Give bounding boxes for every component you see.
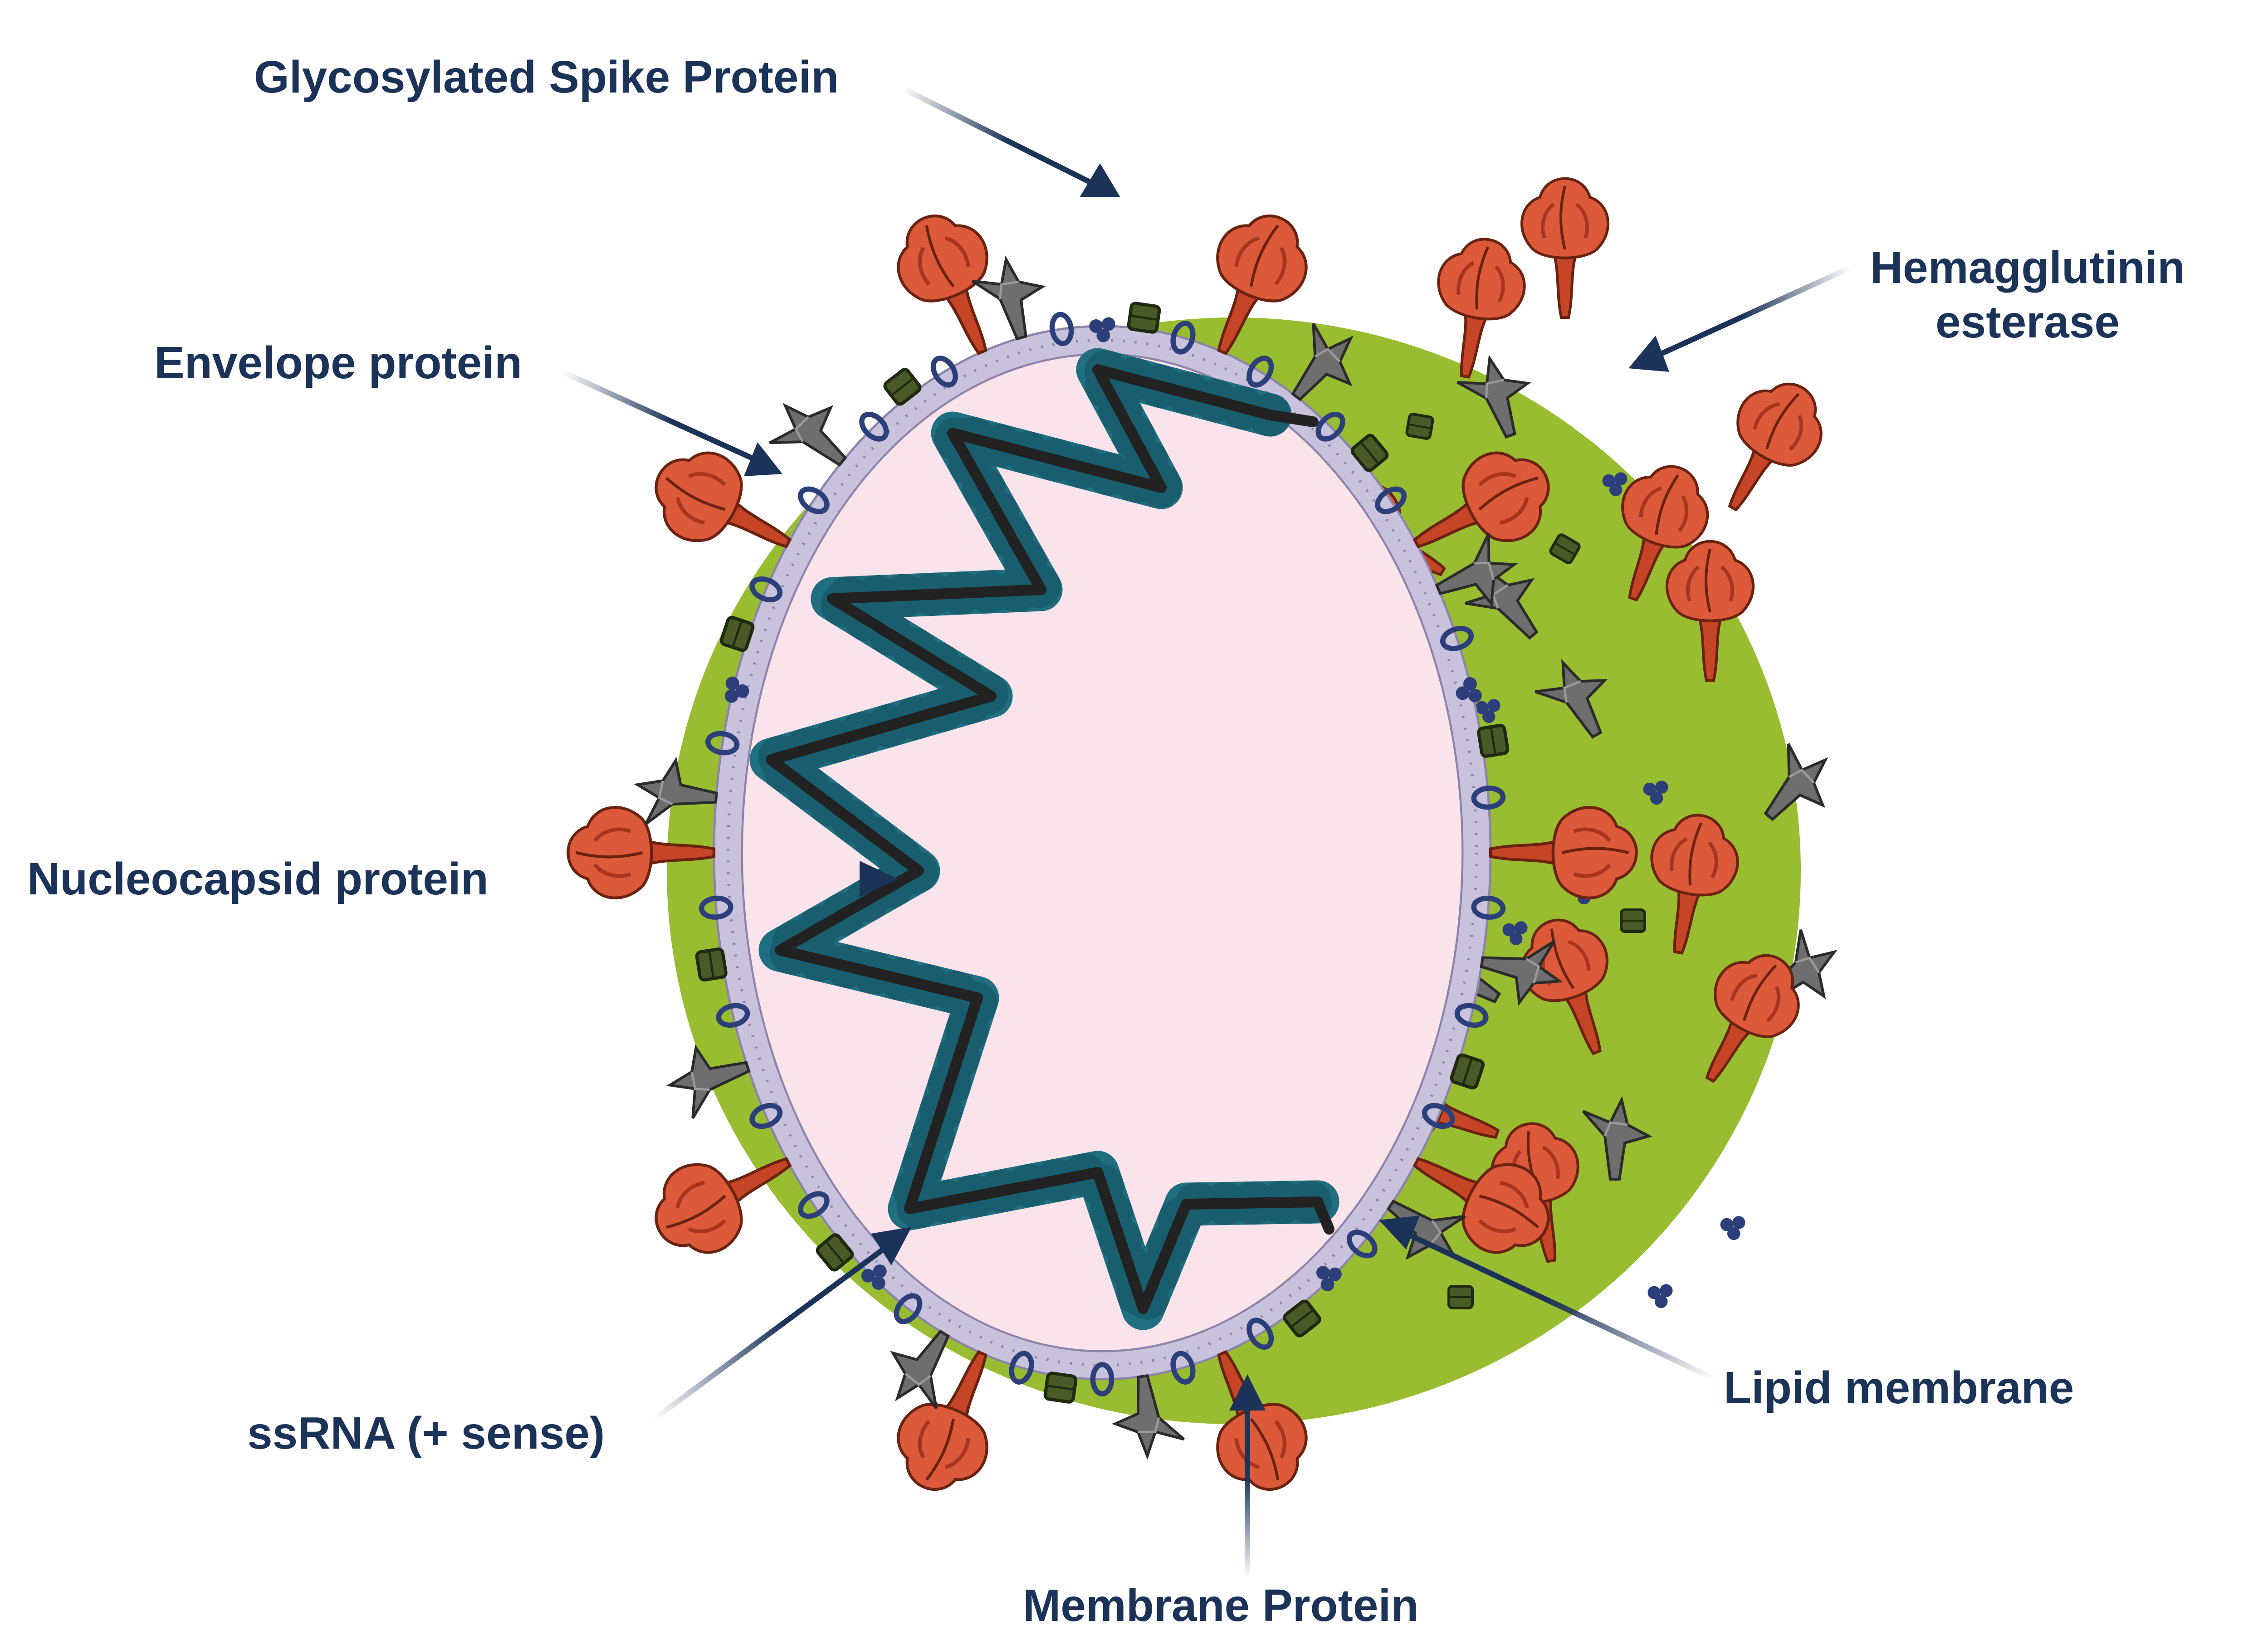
envelope-protein-icon bbox=[1449, 1286, 1472, 1308]
spike-protein-icon bbox=[1696, 366, 1840, 529]
envelope-protein-icon bbox=[1621, 910, 1645, 932]
label-hemagglutinin-line1: Hemagglutinin bbox=[1870, 242, 2185, 293]
label-glycosylated-spike-protein: Glycosylated Spike Protein bbox=[254, 52, 839, 103]
pointer-arrows bbox=[553, 86, 1852, 1578]
envelope-protein-icon bbox=[1406, 414, 1433, 439]
envelope-protein-icon bbox=[1478, 725, 1508, 757]
label-hemagglutinin-esterase: Hemagglutinin esterase bbox=[1851, 240, 2204, 349]
membrane-protein-icon bbox=[1720, 1216, 1745, 1240]
label-envelope-protein: Envelope protein bbox=[154, 337, 523, 388]
envelope-protein-icon bbox=[1128, 303, 1160, 333]
lipid-membrane-arrow bbox=[1379, 1215, 1716, 1381]
label-nucleocapsid-protein: Nucleocapsid protein bbox=[27, 854, 489, 904]
envelope-protein-icon bbox=[696, 948, 727, 981]
ssrna-strand bbox=[766, 364, 1334, 1314]
envelope-arrow bbox=[561, 369, 782, 476]
envelope-protein-icon bbox=[1045, 1373, 1076, 1403]
label-lipid-membrane: Lipid membrane bbox=[1724, 1362, 2074, 1413]
label-membrane-protein: Membrane Protein bbox=[1023, 1580, 1419, 1631]
label-ssrna-sense: ssRNA (+ sense) bbox=[247, 1408, 605, 1459]
spike-arrow bbox=[901, 86, 1120, 197]
membrane-protein-arrow bbox=[1229, 1374, 1266, 1578]
nucleocapsid-arrow bbox=[553, 861, 898, 897]
spike-protein-icon bbox=[1522, 179, 1608, 317]
membrane-protein-icon bbox=[1647, 1284, 1673, 1308]
hemagglutinin-arrow bbox=[1628, 265, 1852, 372]
label-hemagglutinin-line2: esterase bbox=[1936, 297, 2120, 347]
ssrna-arrow bbox=[651, 1227, 912, 1422]
